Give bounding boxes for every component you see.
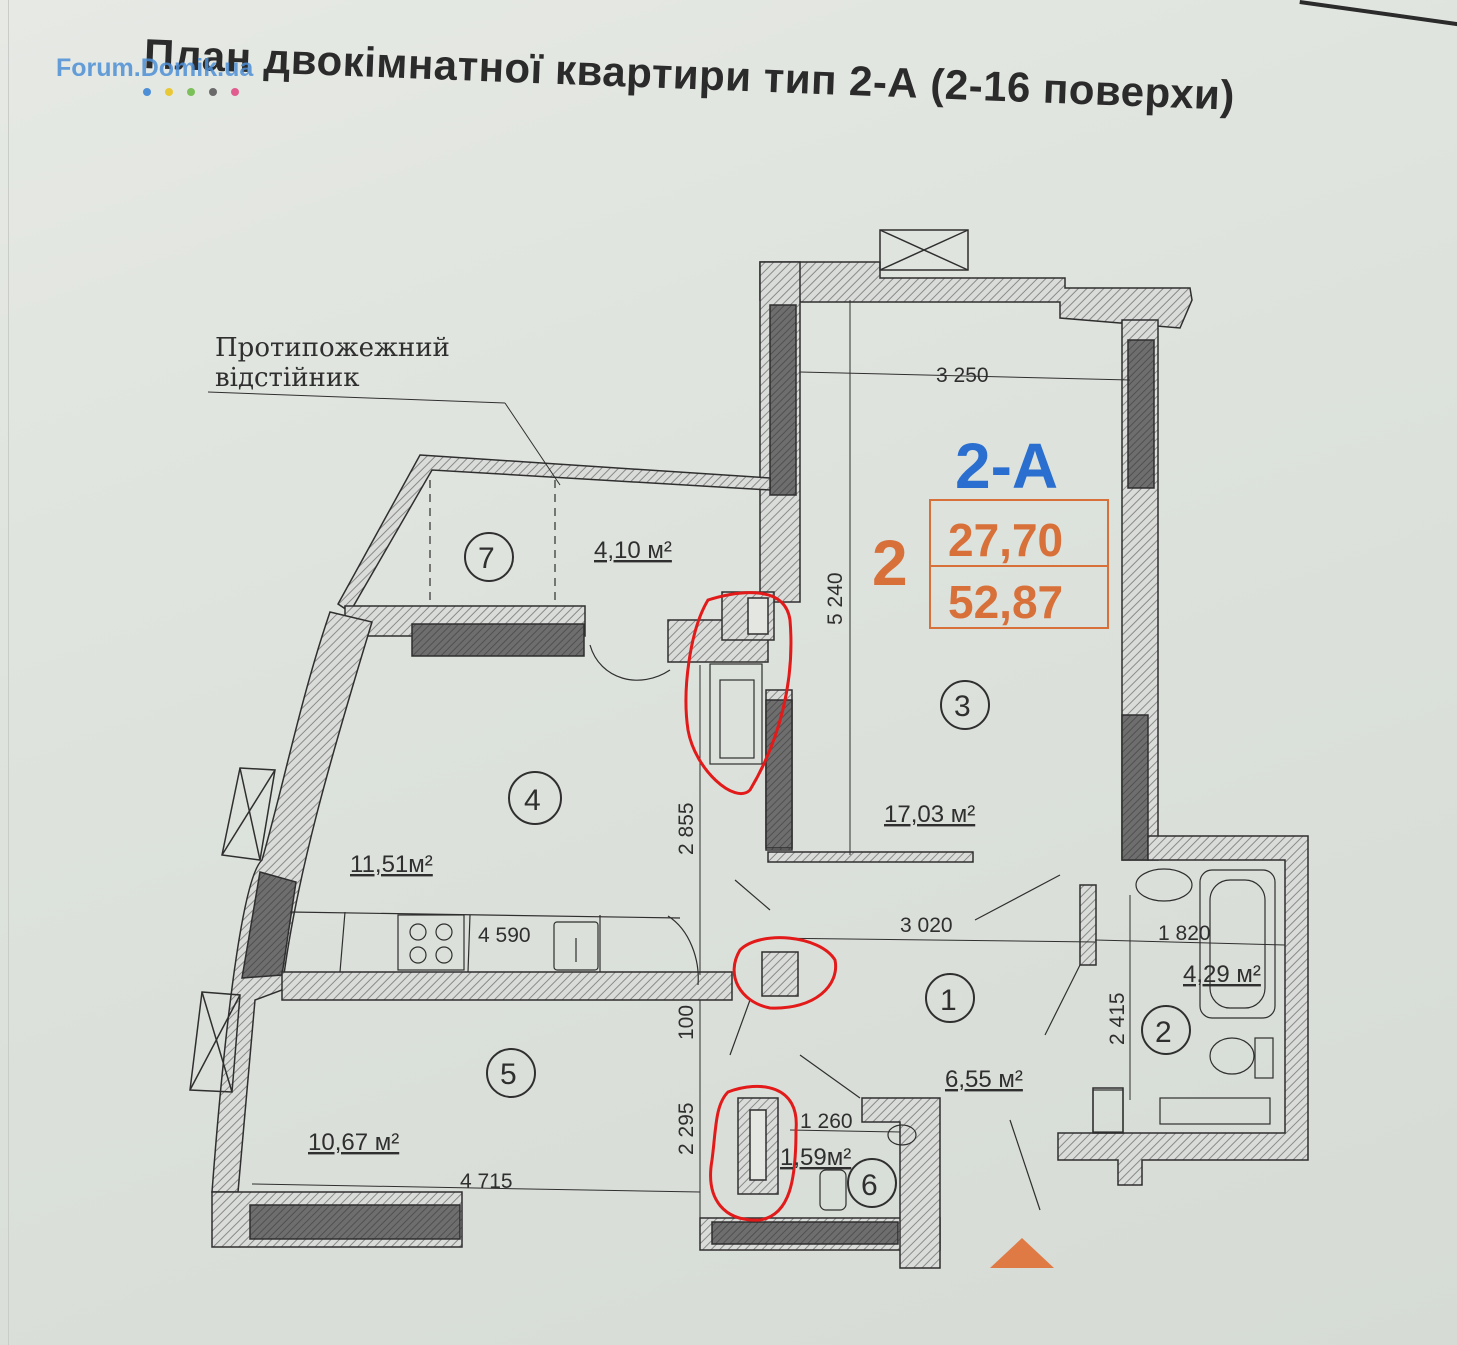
room-1-number: 1 [940,984,957,1017]
dimension-100: 100 [675,1005,698,1040]
apartment-type-label: 2-А [955,430,1058,502]
dimension-1260: 1 260 [800,1110,853,1133]
room-3-number: 3 [954,690,971,723]
page-binding-line [8,0,9,1345]
dimension-3250: 3 250 [936,364,989,387]
room-circles [464,532,1191,1208]
room-1-area: 6,55 м² [945,1066,1023,1093]
room-6-area: 1,59м² [780,1144,851,1171]
dimension-2855: 2 855 [675,802,698,855]
dimension-4715: 4 715 [460,1170,513,1193]
dimension-1820: 1 820 [1158,922,1211,945]
room-4-number: 4 [524,784,541,817]
room-7-number: 7 [478,542,495,575]
area-box [929,499,1109,629]
rooms-count: 2 [872,527,908,599]
dimension-2415: 2 415 [1106,992,1129,1045]
room-6-number: 6 [861,1169,878,1202]
room-3-area: 17,03 м² [884,801,975,828]
room-2-area: 4,29 м² [1183,961,1261,988]
red-highlights [684,591,838,1222]
dimension-5240: 5 240 [824,572,847,625]
interior-lines [289,480,1276,1211]
room-7-area: 4,10 м² [594,537,672,564]
dimension-4590: 4 590 [478,924,531,947]
dimension-2295: 2 295 [675,1102,698,1155]
room-2-number: 2 [1155,1016,1172,1049]
room-5-area: 10,67 м² [308,1129,399,1156]
dimension-3020: 3 020 [900,914,953,937]
watermark-logo: Forum.Domik.ua [56,54,254,82]
entrance-triangle-icon [990,1238,1054,1268]
note-line-1: Протипожежний [215,333,450,363]
total-area-value: 52,87 [948,576,1063,628]
note-line-2: відстійник [215,363,359,393]
room-4-area: 11,51м² [350,851,433,878]
living-area-value: 27,70 [948,514,1063,566]
walls [189,229,1309,1269]
room-5-number: 5 [500,1058,517,1091]
dimension-lines [207,300,1286,1218]
